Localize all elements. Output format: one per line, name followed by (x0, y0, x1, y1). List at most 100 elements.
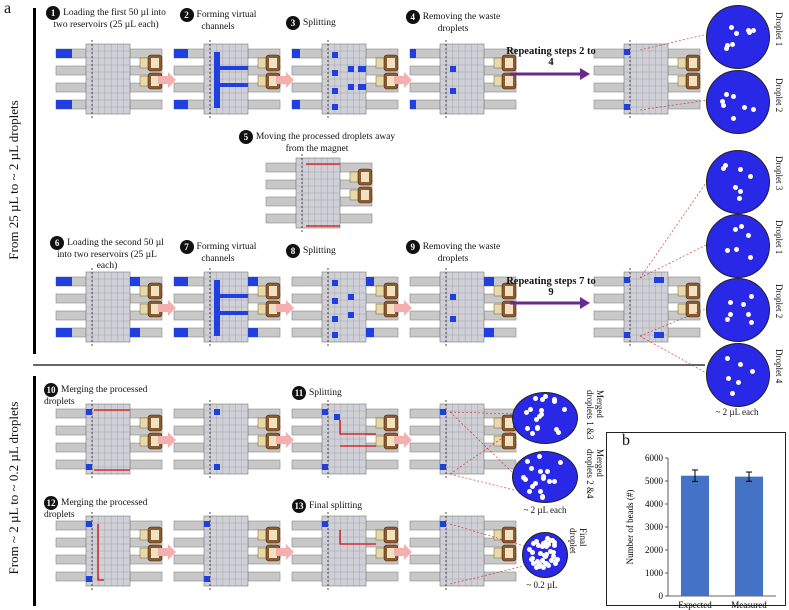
each-2ul-label: ~ 2 µL each (715, 407, 759, 417)
bead-dot (723, 163, 729, 169)
bead-dot (522, 477, 528, 483)
bead-dot (543, 539, 549, 545)
bead-dot (527, 546, 533, 552)
droplet-4-circle (706, 343, 770, 407)
bead-dot (527, 406, 533, 412)
bead-dot (550, 554, 556, 560)
connector-final-a (449, 523, 525, 547)
repeat-steps-2-4: Repeating steps 2 to 4 (506, 46, 596, 68)
bead-dot (547, 538, 553, 544)
connector-m13b (449, 429, 515, 475)
bead-dot (530, 540, 536, 546)
bead-dot (724, 316, 730, 322)
step-10-number: 10 (44, 383, 58, 397)
step-8-text: Splitting (303, 246, 336, 257)
bead-dot (730, 115, 736, 121)
bead-dot (538, 488, 544, 494)
flow-arrow-5 (276, 300, 294, 316)
chart-bar-expected (680, 475, 710, 596)
device-step-5 (265, 154, 373, 232)
chart-bar-measured (734, 476, 764, 596)
step-2-number: 2 (179, 8, 194, 22)
each-2ul-label-b: ~ 2 µL each (523, 505, 567, 515)
bead-dot (532, 480, 538, 486)
droplet-1-circle (706, 5, 770, 69)
bead-dot (538, 550, 544, 556)
bead-dot (740, 302, 746, 308)
bead-dot (737, 361, 743, 367)
connector-final-b (449, 565, 525, 585)
bead-dot (727, 311, 733, 317)
bead-dot (736, 195, 742, 201)
repeat-steps-7-9: Repeating steps 7 to 9 (506, 276, 596, 298)
step-7-text: Forming virtual channels (196, 242, 257, 264)
bead-dot (534, 538, 540, 544)
chart-y-tick-label: 6000 (645, 453, 664, 463)
bead-dot (552, 542, 558, 548)
bead-dot (719, 99, 725, 105)
flow-arrow-3 (394, 72, 412, 88)
flow-arrow-4 (158, 300, 176, 316)
step-11-number: 11 (292, 386, 306, 400)
bead-dot (544, 544, 550, 550)
bead-dot (732, 227, 738, 233)
bead-dot (723, 91, 729, 97)
chart-y-tick-label: 1000 (645, 568, 664, 578)
bead-dot (540, 544, 546, 550)
step-6-number: 6 (50, 236, 65, 250)
connector-d2 (639, 99, 709, 111)
horizontal-divider (33, 364, 705, 366)
flow-arrow-12 (394, 544, 412, 560)
chart-y-tick-label: 3000 (645, 522, 664, 532)
bead-dot (550, 549, 556, 555)
bead-dot (524, 409, 530, 415)
flow-arrow-9 (394, 432, 412, 448)
flow-arrow-6 (394, 300, 412, 316)
flow-arrow-11 (276, 544, 294, 560)
device-step-3 (291, 40, 399, 118)
device-after-repeat-1 (593, 40, 701, 118)
device-step-13 (291, 512, 399, 590)
step-12-text: Merging the processed droplets (44, 498, 148, 520)
device-step-12 (55, 512, 163, 590)
panel-a-letter: a (4, 0, 12, 17)
bead-dot (529, 557, 535, 563)
bead-dot (525, 458, 531, 464)
bead-dot (745, 311, 751, 317)
bead-dot (552, 561, 558, 567)
step-12-number: 12 (44, 496, 58, 510)
bead-dot (734, 247, 740, 253)
step-5-number: 5 (238, 130, 253, 144)
step-3-number: 3 (286, 16, 300, 30)
merged-droplet-13-circle (512, 392, 578, 444)
bead-dot (729, 41, 735, 47)
device-after-repeat-2 (593, 268, 701, 346)
device-step-7 (173, 268, 281, 346)
step-4-text: Removing the waste droplets (422, 12, 501, 34)
step-7-number: 7 (179, 240, 194, 254)
bead-dot (733, 31, 739, 37)
chart-x-label: Expected (678, 600, 712, 610)
device-step-11 (291, 400, 399, 478)
bead-dot (540, 494, 546, 500)
bead-dot (750, 28, 756, 34)
step-4-number: 4 (405, 10, 420, 24)
bead-dot (535, 559, 541, 565)
bead-dot (729, 390, 735, 396)
bead-dot (536, 542, 542, 548)
device-step-10b (173, 400, 281, 478)
bead-dot (542, 553, 548, 559)
bead-dot (533, 564, 539, 570)
bead-dot (552, 479, 558, 485)
chart-y-label: Number of beads (#) (625, 490, 635, 565)
step-8-number: 8 (286, 244, 300, 258)
device-step-4 (409, 40, 517, 118)
bead-dot (541, 565, 547, 571)
